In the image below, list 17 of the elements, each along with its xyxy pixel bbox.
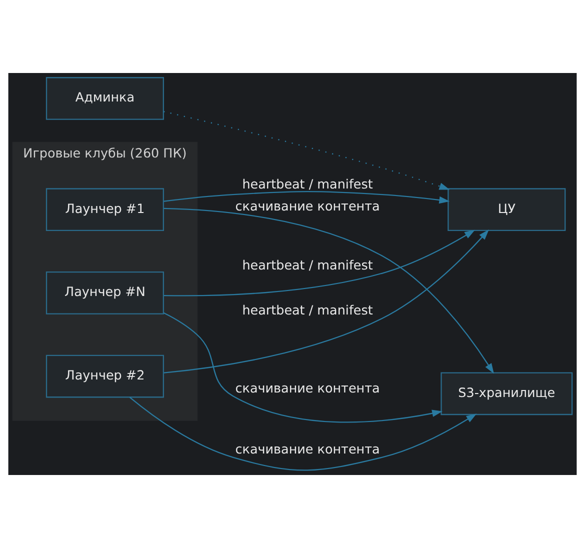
node-box: Лаунчер #1	[46, 188, 164, 232]
edge-label: скачивание контента	[235, 442, 380, 458]
node-box: ЦУ	[448, 188, 566, 232]
arrow	[164, 191, 450, 204]
edge-label: heartbeat / manifest	[242, 258, 373, 274]
node-box: Лаунчер #N	[46, 272, 164, 314]
node-box: S3-хранилище	[440, 372, 573, 416]
edge-label: скачивание контента	[235, 381, 380, 396]
arrow	[163, 110, 450, 190]
arrow	[164, 230, 476, 296]
node-box: Лаунчер #2	[46, 354, 164, 398]
node-box: Админка	[46, 77, 164, 120]
edge-label: скачивание контента	[235, 200, 380, 215]
arrow	[163, 312, 443, 423]
edge-label: heartbeat / manifest	[242, 178, 373, 193]
arrow	[129, 396, 477, 471]
edge-label: heartbeat / manifest	[242, 304, 373, 319]
